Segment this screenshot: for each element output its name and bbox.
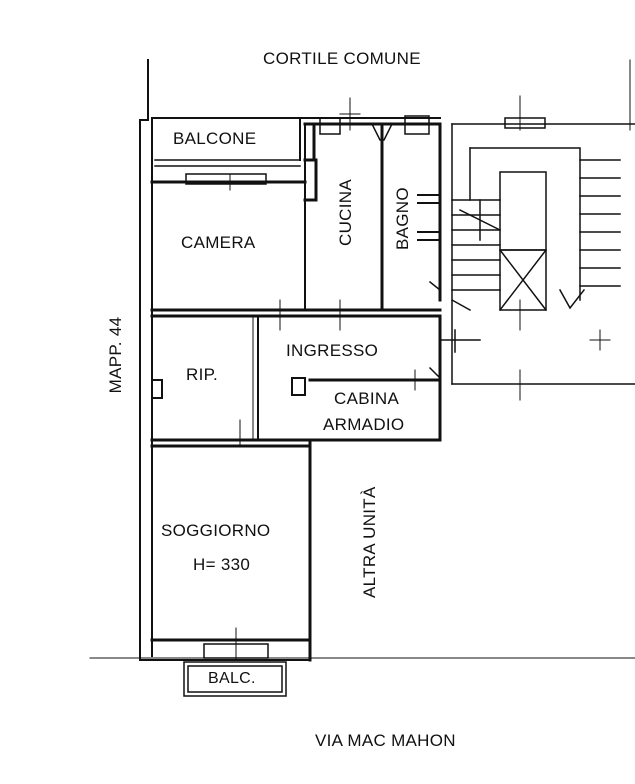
room-label-camera: CAMERA — [181, 233, 256, 252]
room-label-ingresso: INGRESSO — [286, 341, 379, 360]
room-label-bagno: BAGNO — [393, 187, 412, 250]
room-label-cabina-line1: CABINA — [334, 389, 400, 408]
street-bottom-label: VIA MAC MAHON — [315, 731, 456, 750]
balc-bottom — [183, 661, 287, 697]
balcone-area — [154, 159, 301, 167]
left-side-label: MAPP. 44 — [106, 316, 125, 394]
room-label-cucina: CUCINA — [336, 179, 355, 246]
reference-marks — [89, 59, 635, 661]
camera-walls — [150, 173, 442, 312]
room-label-balcone: BALCONE — [173, 129, 257, 148]
cucina-bagno-walls — [303, 115, 442, 312]
stairwell — [439, 117, 635, 385]
right-side-label: ALTRA UNITÀ — [360, 486, 379, 598]
room-height-note: H= 330 — [193, 555, 251, 574]
central-walls — [150, 314, 442, 642]
soggiorno-walls — [150, 638, 312, 662]
room-label-cabina-line2: ARMADIO — [323, 415, 405, 434]
room-label-balc: BALC. — [208, 670, 256, 687]
room-label-soggiorno: SOGGIORNO — [161, 521, 271, 540]
room-label-rip: RIP. — [186, 365, 219, 384]
outer-wall — [139, 59, 441, 661]
street-top-label: CORTILE COMUNE — [263, 49, 421, 68]
